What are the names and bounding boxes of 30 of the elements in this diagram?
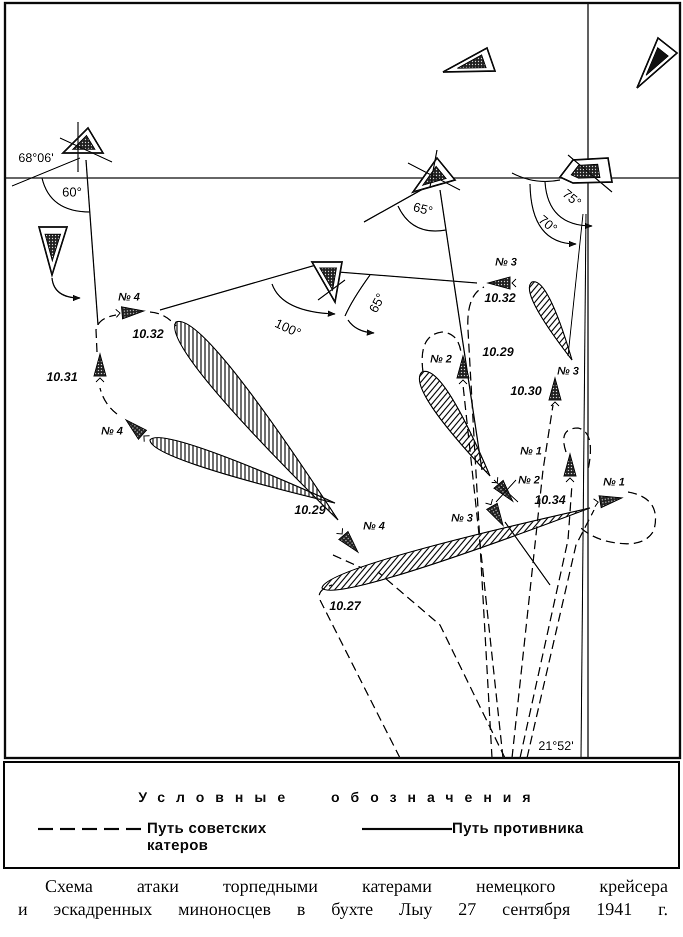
angle-label: 60° bbox=[61, 186, 83, 198]
boat-number-label: № 4 bbox=[117, 292, 141, 304]
boat-number-label: № 2 bbox=[517, 476, 541, 486]
time-label: 10.32 bbox=[483, 292, 517, 304]
time-label: 10.29 bbox=[293, 504, 327, 516]
time-label: 10.31 bbox=[45, 370, 79, 384]
legend-label: Путь противника bbox=[452, 820, 584, 837]
boat-number-label: № 2 bbox=[429, 354, 453, 366]
boat-number-label: № 3 bbox=[556, 366, 580, 378]
caption: Схема атаки торпедными катерами немецкого крейсера и эскадренных миноносцев в бухте Лыу 27 сентября 1941 г. bbox=[18, 875, 668, 921]
boat-number-label: № 1 bbox=[602, 478, 626, 488]
coordinate-label: 21°52' bbox=[537, 740, 575, 752]
boat-number-label: № 4 bbox=[100, 426, 124, 438]
legend-title: Условные обозначения bbox=[137, 790, 543, 804]
angle-label: 65° bbox=[366, 290, 388, 316]
angle-label: 75° bbox=[560, 186, 584, 210]
time-label: 10.27 bbox=[328, 600, 362, 612]
angle-label: 65° bbox=[410, 200, 436, 218]
angle-label: 100° bbox=[272, 316, 304, 340]
angle-label: 70° bbox=[536, 212, 560, 236]
legend-label: Путь советских катеров bbox=[147, 820, 268, 854]
time-label: 10.30 bbox=[509, 384, 543, 398]
boat-number-label: № 4 bbox=[362, 522, 386, 532]
time-label: 10.34 bbox=[533, 494, 567, 506]
boat-number-label: № 1 bbox=[519, 446, 543, 458]
time-label: 10.32 bbox=[131, 328, 165, 340]
coordinate-label: 68°06' bbox=[17, 152, 55, 164]
boat-number-label: № 3 bbox=[494, 258, 518, 268]
boat-number-label: № 3 bbox=[450, 514, 474, 524]
time-label: 10.29 bbox=[481, 346, 515, 358]
